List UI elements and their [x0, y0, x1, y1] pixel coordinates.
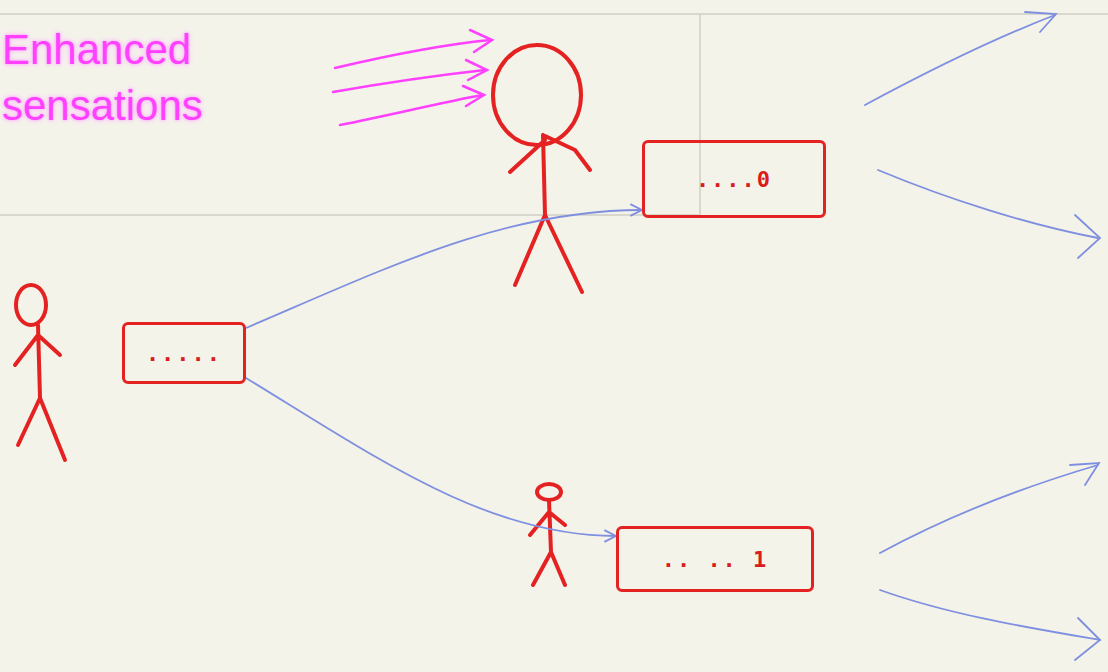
figure-head [537, 484, 561, 500]
arrow-head [1075, 215, 1100, 258]
sensation-arrows [333, 30, 492, 125]
flow-arrow [246, 378, 616, 536]
figure-body [510, 135, 590, 292]
arrow-head [466, 60, 487, 80]
flow-arrow [246, 210, 642, 328]
arrow-head [1075, 618, 1100, 660]
sketch-box: .. .. 1 [616, 526, 814, 592]
figure-body [530, 500, 565, 585]
frame-line [0, 14, 700, 215]
arrow-head [470, 30, 492, 52]
arrow-head [1070, 463, 1099, 485]
arrow-line [865, 15, 1055, 105]
arrow-line [880, 590, 1100, 640]
arrow-line [340, 95, 482, 125]
note-label: Enhanced sensations [2, 22, 272, 134]
figure-body [15, 325, 65, 460]
background-frame [0, 14, 1108, 215]
sketch-box: ....0 [642, 140, 826, 218]
figure-head [493, 45, 581, 145]
box-text: ..... [146, 341, 222, 366]
arrow-line [878, 170, 1098, 238]
arrow-line [333, 70, 485, 92]
outgoing-arrows [865, 12, 1100, 660]
figure-head [16, 285, 46, 325]
arrow-line [880, 465, 1098, 553]
frame-line [0, 13, 1108, 15]
box-text: .. .. 1 [662, 547, 769, 572]
arrow-head [463, 86, 484, 106]
box-text: ....0 [696, 167, 772, 192]
sketch-box: ..... [122, 322, 246, 384]
arrow-line [335, 40, 490, 68]
arrow-head [1025, 12, 1056, 32]
